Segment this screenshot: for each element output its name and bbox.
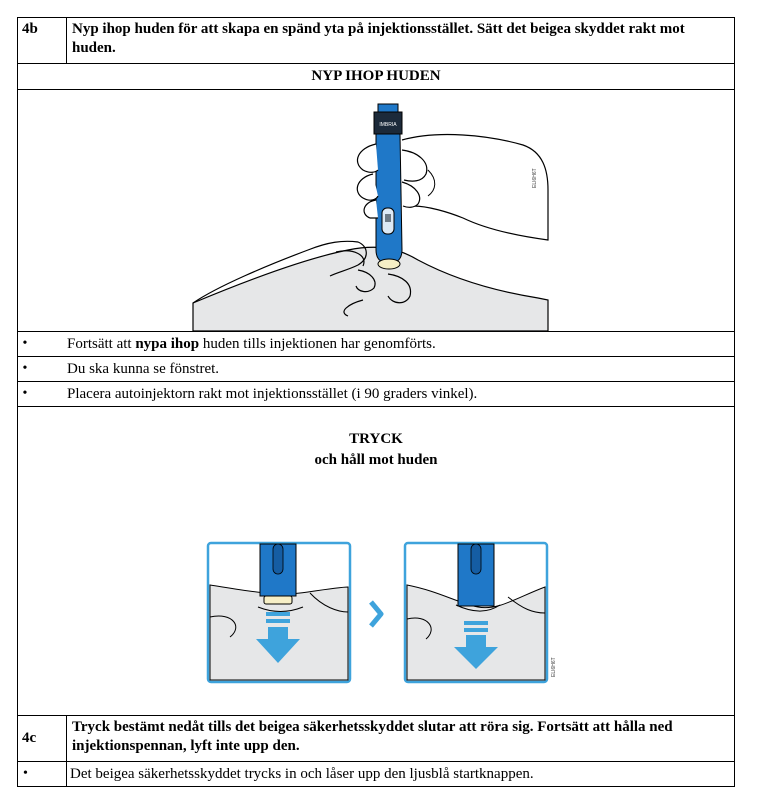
step-4c-instruction: Tryck bestämt nedåt tills det beigea säk… bbox=[66, 715, 735, 762]
bullet-item-2: • Du ska kunna se fönstret. bbox=[17, 356, 735, 382]
bullet-row-3: • Placera autoinjektorn rakt mot injekti… bbox=[17, 381, 735, 407]
step-4b-number: 4b bbox=[17, 17, 67, 64]
pinch-heading-row: NYP IHOP HUDEN bbox=[17, 63, 735, 90]
step-4c-bullet-text: Det beigea säkerhetsskyddet trycks in oc… bbox=[66, 761, 735, 787]
holding-hand bbox=[401, 133, 549, 241]
bullet-text-2: Du ska kunna se fönstret. bbox=[67, 361, 220, 377]
bullet-text-3: Placera autoinjektorn rakt mot injektion… bbox=[67, 386, 478, 402]
next-chevron-icon bbox=[369, 600, 384, 628]
bullet-row-1: • Fortsätt att nypa ihop huden tills inj… bbox=[17, 331, 735, 357]
instruction-table: 4b Nyp ihop huden för att skapa en spänd… bbox=[17, 17, 735, 787]
pinch-illustration-cell: IMBRIA ELI6H6T bbox=[17, 89, 735, 332]
press-title-line-1: TRYCK bbox=[349, 431, 403, 447]
svg-text:ELI6H6T: ELI6H6T bbox=[551, 657, 557, 677]
pen-label-text: IMBRIA bbox=[379, 122, 397, 128]
bullet-marker: • bbox=[22, 386, 28, 401]
step-4c-number-cell: 4c bbox=[17, 715, 67, 762]
instruction-document: 4b Nyp ihop huden för att skapa en spänd… bbox=[17, 17, 735, 787]
step-4c-bullet-marker: • bbox=[17, 761, 67, 787]
bullet-text-1: Fortsätt att nypa ihop huden tills injek… bbox=[67, 336, 436, 352]
pinch-skin-illustration: IMBRIA ELI6H6T bbox=[192, 103, 549, 331]
bullet-row-2: • Du ska kunna se fönstret. bbox=[17, 356, 735, 382]
figure-code: ELI6H6T bbox=[532, 168, 538, 188]
step-4b-instruction: Nyp ihop huden för att skapa en spänd yt… bbox=[66, 17, 735, 64]
pen-body bbox=[375, 133, 403, 263]
bullet-item-1: • Fortsätt att nypa ihop huden tills inj… bbox=[17, 331, 735, 357]
pen-beige-guard bbox=[377, 258, 401, 270]
bullet-marker: • bbox=[22, 336, 28, 351]
press-title: TRYCK och håll mot huden bbox=[18, 429, 734, 471]
press-title-line-2: och håll mot huden bbox=[314, 452, 438, 468]
bullet-marker: • bbox=[22, 361, 28, 376]
step-4b-row: 4b Nyp ihop huden för att skapa en spänd… bbox=[17, 17, 735, 64]
press-illustration-row: TRYCK och håll mot huden bbox=[17, 406, 735, 716]
step-4c-bullet-row: • Det beigea säkerhetsskyddet trycks in … bbox=[17, 761, 735, 787]
bullet-item-3: • Placera autoinjektorn rakt mot injekti… bbox=[17, 381, 735, 407]
press-panel-before bbox=[206, 541, 352, 684]
pinch-illustration-row: IMBRIA ELI6H6T bbox=[17, 89, 735, 332]
press-panel-after: ELI6H6T bbox=[403, 541, 557, 684]
skin-surface bbox=[192, 246, 549, 331]
press-illustration-cell: TRYCK och håll mot huden bbox=[17, 406, 735, 716]
pinch-heading: NYP IHOP HUDEN bbox=[17, 63, 735, 90]
pinching-hand bbox=[192, 240, 367, 304]
press-panels: ELI6H6T bbox=[206, 541, 557, 684]
step-4c-row: 4c Tryck bestämt nedåt tills det beigea … bbox=[17, 715, 735, 762]
step-4c-number: 4c bbox=[22, 730, 37, 746]
